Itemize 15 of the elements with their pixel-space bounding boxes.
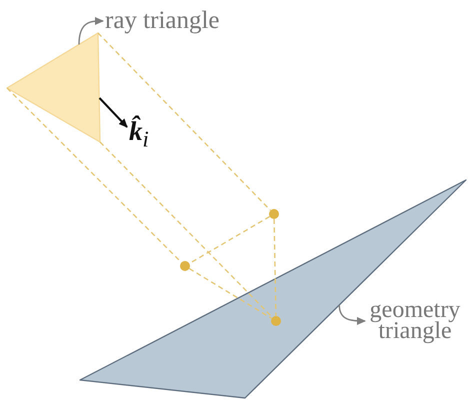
- dot-icon: [269, 209, 279, 219]
- geometry-triangle: [80, 180, 466, 398]
- leader-line: [78, 17, 104, 45]
- dashed-line: [6, 88, 182, 263]
- dot-icon: [271, 316, 281, 326]
- leader-line: [338, 304, 366, 325]
- dashed-line: [188, 268, 272, 319]
- dot-icon: [180, 261, 190, 271]
- part-label: geometry triangle: [367, 300, 463, 342]
- dashed-line: [98, 32, 271, 211]
- part-label: ray triangle: [105, 7, 220, 35]
- ray-triangle: [7, 33, 100, 142]
- dashed-line: [100, 142, 273, 318]
- vector-label: k̂$_{i}$: [129, 116, 149, 152]
- dashed-line: [273, 218, 277, 316]
